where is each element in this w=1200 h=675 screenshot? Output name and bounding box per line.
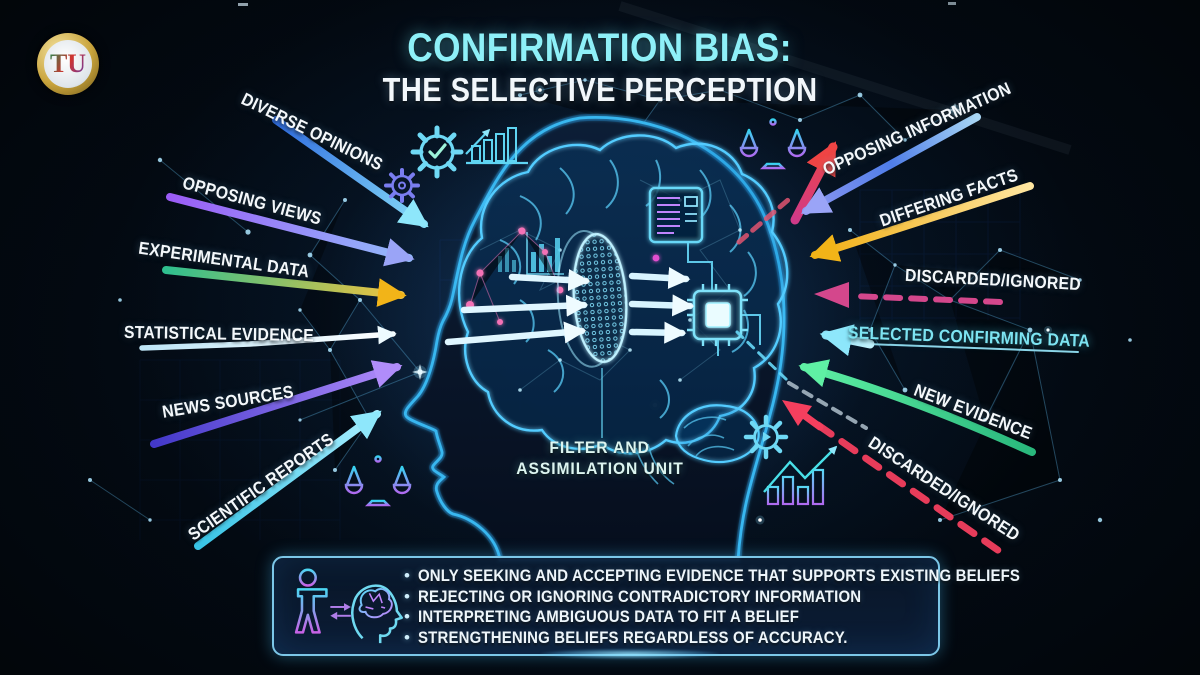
light-streak [618,1,1072,155]
site-logo: TU [37,33,99,95]
pink-data-nodes [466,227,660,325]
arrow-discarded-ignored-2 [782,400,1006,557]
arrow-statistical-evidence [139,325,397,351]
label-statistical-evidence: STATISTICAL EVIDENCE [123,321,315,346]
grid-left [139,359,341,540]
filter-unit-label: FILTER AND ASSIMILATION UNIT [516,438,684,478]
bullet-dot: • [404,586,410,606]
input-arrows [139,116,429,550]
top-edge-mark [948,2,956,5]
arrow-diverse-opinions [272,116,429,228]
summary-box: •ONLY SEEKING AND ACCEPTING EVIDENCE THA… [272,556,1020,656]
page-subtitle: THE SELECTIVE PERCEPTION [382,71,818,108]
small-gear-icon [384,168,420,203]
dashed-connector-cyan [735,330,789,382]
bullet-dot: • [404,607,410,626]
arrow-new-evidence [798,359,1036,456]
trend-chart-icon-bottom-right [761,445,854,510]
arrow-selected-confirming-data [819,324,1079,357]
grid-right [859,189,1021,320]
summary-box-glow [540,649,720,659]
summary-bullet-list: •ONLY SEEKING AND ACCEPTING EVIDENCE THA… [404,566,1102,648]
funnel-icon [556,229,628,368]
list-item: •INTERPRETING AMBIGUOUS DATA TO FIT A BE… [404,607,799,626]
scales-icon-left [344,455,412,507]
head-brain-icon [351,584,403,644]
arrow-news-sources [150,360,403,448]
bar-chart-icon-top [465,127,528,165]
gear-check-icon [410,125,464,179]
swap-arrows-icon [330,603,351,620]
list-item: •REJECTING OR IGNORING CONTRADICTORY INF… [404,586,862,606]
arrow-opposing-views [166,193,415,267]
dashed-connector-red [736,197,791,245]
arrow-opposing-information [800,113,981,215]
bullet-dot: • [404,566,410,585]
person-icon [294,568,328,634]
page-title: CONFIRMATION BIAS: [407,26,793,70]
summary-box-icons [294,568,403,644]
funnel-arrows [444,266,695,346]
dashed-connector-grey [787,381,868,430]
list-item: •ONLY SEEKING AND ACCEPTING EVIDENCE THA… [404,566,1021,585]
arrow-discarded-ignored-1 [814,282,1003,308]
list-item: •STRENGTHENING BELIEFS REGARDLESS OF ACC… [404,627,848,647]
logo-monogram: TU [49,49,87,78]
gear-icon-bottom-right [743,414,789,460]
logo-inner-disc: TU [44,40,92,88]
output-arrows [735,113,1079,557]
arrow-differing-facts [809,182,1034,262]
scales-icon-right [739,118,807,170]
bullet-dot: • [404,627,410,647]
arrow-experimental-data [162,266,407,307]
arrow-scientific-reports [194,410,382,550]
document-icon [648,186,704,244]
top-edge-mark [238,3,248,6]
